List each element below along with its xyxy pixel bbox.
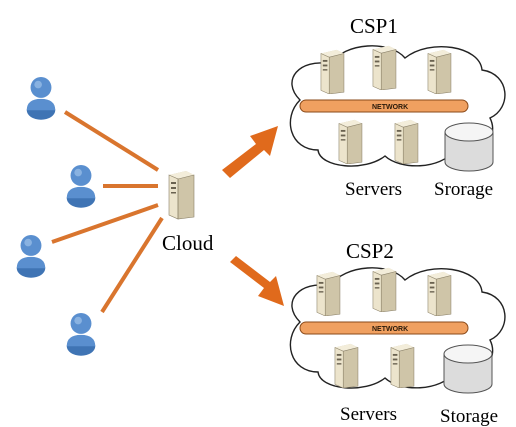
users bbox=[16, 77, 96, 356]
cloud-label: Cloud bbox=[162, 231, 214, 255]
server-icon bbox=[316, 271, 341, 316]
network-bar bbox=[299, 321, 469, 335]
network-bar bbox=[299, 99, 469, 113]
cloud-hub: Cloud bbox=[162, 170, 214, 255]
storage-label: Storage bbox=[440, 406, 498, 427]
user-link-1 bbox=[63, 110, 160, 172]
csp-title: CSP1 bbox=[350, 14, 398, 38]
server-icon bbox=[372, 267, 397, 312]
server-icon bbox=[334, 343, 359, 388]
network-label: NETWORK bbox=[372, 326, 408, 333]
server-icon bbox=[427, 271, 452, 316]
server-icon bbox=[394, 119, 419, 164]
user-link-4 bbox=[100, 216, 164, 314]
servers-label: Servers bbox=[340, 404, 397, 425]
server-icon bbox=[372, 45, 397, 90]
user-links bbox=[51, 110, 164, 314]
server-icon bbox=[320, 49, 345, 94]
user-icon bbox=[66, 313, 96, 356]
arrow-right-icon bbox=[230, 256, 284, 306]
arrow-right-icon bbox=[222, 126, 278, 178]
user-icon bbox=[26, 77, 56, 120]
provider-arrows bbox=[222, 126, 284, 306]
csp-block-2: CSP2 NETWORK Servers Storage bbox=[289, 239, 506, 427]
network-label: NETWORK bbox=[372, 104, 408, 111]
storage-icon bbox=[444, 122, 494, 172]
user-icon bbox=[16, 235, 46, 278]
server-icon bbox=[427, 49, 452, 94]
server-icon bbox=[390, 343, 415, 388]
server-icon bbox=[338, 119, 363, 164]
storage-label: Srorage bbox=[434, 179, 493, 200]
servers-label: Servers bbox=[345, 179, 402, 200]
user-link-3 bbox=[51, 203, 159, 244]
csp-block-1: CSP1 NETWORK Servers Srorage bbox=[289, 14, 506, 200]
server-icon bbox=[168, 170, 195, 220]
user-icon bbox=[66, 165, 96, 208]
csp-title: CSP2 bbox=[346, 239, 394, 263]
storage-icon bbox=[443, 344, 493, 394]
